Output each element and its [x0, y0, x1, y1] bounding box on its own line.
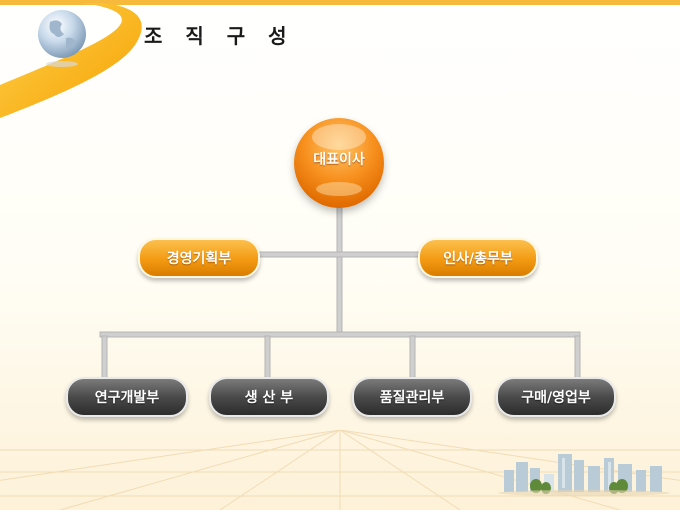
- header-swoosh: [0, 3, 142, 118]
- node-planning: 경영기획부: [138, 238, 260, 278]
- node-ceo-label: 대표이사: [313, 152, 365, 168]
- node-hr-label: 인사/총무부: [443, 251, 513, 267]
- node-ceo: 대표이사: [294, 118, 384, 208]
- node-production: 생 산 부: [209, 377, 329, 417]
- node-quality: 품질관리부: [352, 377, 472, 417]
- node-rnd-label: 연구개발부: [94, 390, 160, 406]
- node-purchasing-sales-label: 구매/영업부: [521, 390, 591, 406]
- node-production-label: 생 산 부: [244, 390, 294, 406]
- ceo-bottom-gloss: [316, 182, 362, 196]
- city-skyline-icon: [498, 454, 670, 496]
- node-quality-label: 품질관리부: [379, 390, 445, 406]
- node-purchasing-sales: 구매/영업부: [496, 377, 616, 417]
- node-hr: 인사/총무부: [418, 238, 538, 278]
- ceo-gloss: [312, 124, 366, 150]
- page-title: 조 직 구 성: [144, 24, 295, 48]
- node-planning-label: 경영기획부: [166, 251, 232, 267]
- top-accent-strip: [0, 0, 680, 5]
- globe-icon: [38, 10, 86, 67]
- node-rnd: 연구개발부: [66, 377, 188, 417]
